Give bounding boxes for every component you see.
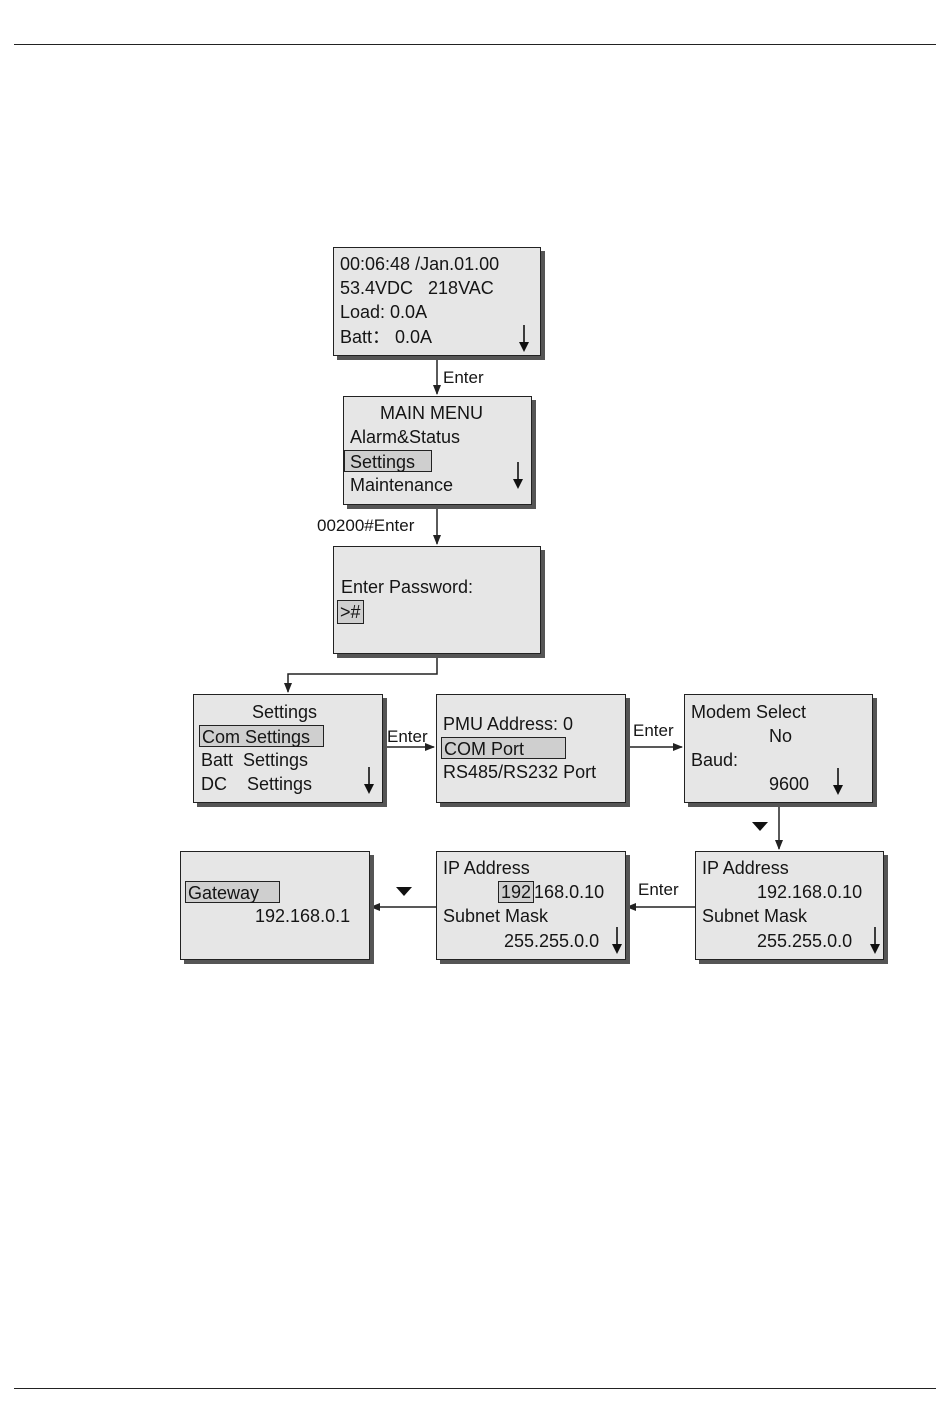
- modem-select-value: No: [769, 726, 793, 746]
- bottom-rule: [14, 1388, 936, 1389]
- settings-item-com-selected: Com Settings: [199, 725, 324, 747]
- main-menu-title: MAIN MENU: [380, 403, 483, 423]
- status-load: Load: 0.0A: [340, 302, 428, 322]
- gateway-screen: Gateway 192.168.0.1: [180, 851, 370, 960]
- status-time: 00:06:48 /Jan.01.00: [340, 254, 500, 274]
- password-prompt: Enter Password:: [341, 577, 474, 597]
- modem-screen: Modem Select No Baud: 9600: [684, 694, 873, 803]
- baud-label: Baud:: [691, 750, 739, 770]
- rs485-rs232-port: RS485/RS232 Port: [443, 762, 597, 782]
- subnet-mask-value: 255.255.0.0: [757, 931, 853, 951]
- scroll-down-arrow-icon: [519, 325, 529, 352]
- status-screen: 00:06:48 /Jan.01.00 53.4VDC 218VAC Load:…: [333, 247, 541, 356]
- pmu-address: PMU Address: 0: [443, 714, 574, 734]
- scroll-down-arrow-icon: [870, 927, 880, 954]
- down-key-icon: [752, 822, 768, 831]
- ip-address-label: IP Address: [702, 858, 789, 878]
- gateway-selected: Gateway: [185, 881, 280, 903]
- com-port-selected: COM Port: [441, 737, 566, 759]
- scroll-down-arrow-icon: [612, 927, 622, 954]
- status-batt: Batt： 0.0A: [340, 327, 433, 347]
- ip-octet-rest: 168.0.10: [534, 882, 605, 902]
- scroll-down-arrow-icon: [833, 768, 843, 795]
- settings-title: Settings: [252, 702, 318, 722]
- ip-address-value: 192.168.0.10: [757, 882, 863, 902]
- subnet-mask-label: Subnet Mask: [443, 906, 549, 926]
- password-input: >#: [337, 600, 364, 624]
- ip-address-label: IP Address: [443, 858, 530, 878]
- settings-item-dc: DC Settings: [201, 774, 313, 794]
- settings-screen: Settings Com Settings Batt Settings DC S…: [193, 694, 383, 803]
- scroll-down-arrow-icon: [364, 767, 374, 794]
- menu-item-maintenance: Maintenance: [350, 475, 454, 495]
- gateway-value: 192.168.0.1: [255, 906, 351, 926]
- ip-view-screen: IP Address 192.168.0.10 Subnet Mask 255.…: [695, 851, 884, 960]
- baud-value: 9600: [769, 774, 810, 794]
- label-enter: Enter: [387, 727, 428, 746]
- label-password-entry: 00200#Enter: [317, 516, 415, 535]
- arrow-password-to-settings: [284, 654, 438, 693]
- settings-item-batt: Batt Settings: [201, 750, 309, 770]
- label-enter: Enter: [638, 880, 679, 899]
- subnet-mask-label: Subnet Mask: [702, 906, 808, 926]
- status-voltage: 53.4VDC 218VAC: [340, 278, 494, 298]
- password-screen: Enter Password: >#: [333, 546, 541, 654]
- modem-select-label: Modem Select: [691, 702, 807, 722]
- menu-item-alarm-status: Alarm&Status: [350, 427, 461, 447]
- menu-item-settings-selected: Settings: [344, 450, 432, 472]
- label-enter: Enter: [633, 721, 674, 740]
- main-menu-screen: MAIN MENU Alarm&Status Settings Maintena…: [343, 396, 532, 505]
- ip-octet-selected: 192: [498, 881, 535, 903]
- down-key-icon: [396, 887, 412, 896]
- com-settings-screen: PMU Address: 0 COM Port RS485/RS232 Port: [436, 694, 626, 803]
- label-enter: Enter: [443, 368, 484, 387]
- top-rule: [14, 44, 936, 45]
- subnet-mask-value: 255.255.0.0: [504, 931, 600, 951]
- scroll-down-arrow-icon: [513, 462, 523, 489]
